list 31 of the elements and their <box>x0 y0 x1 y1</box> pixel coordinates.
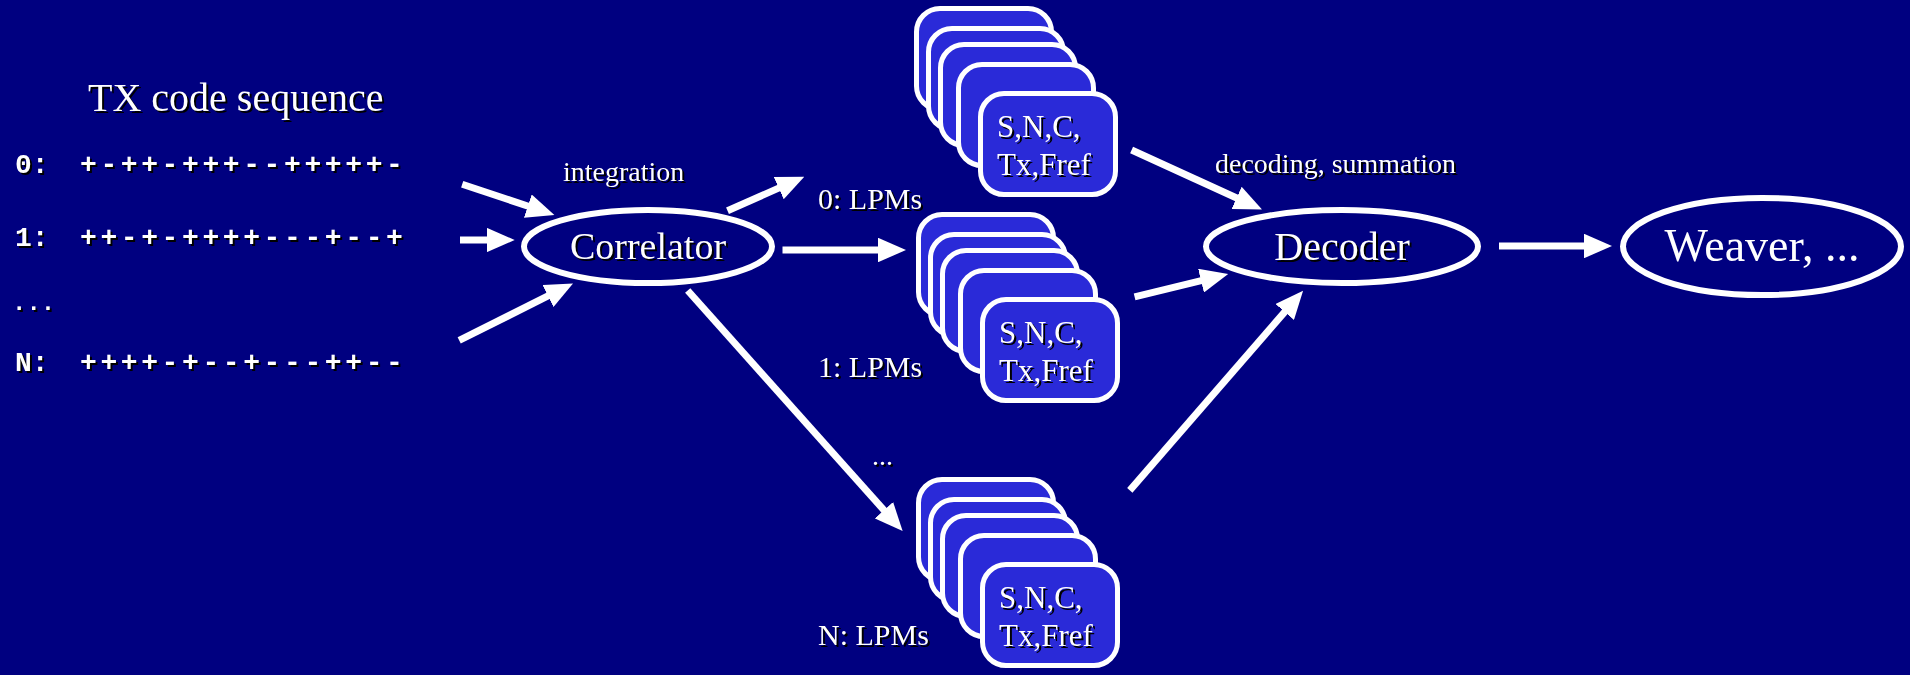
arrow <box>685 288 902 530</box>
ellipsis-label: ... <box>872 440 893 472</box>
arrow <box>1130 146 1261 210</box>
arrow <box>457 284 572 344</box>
row-label: 1: <box>15 223 49 254</box>
ellipse-node <box>1620 195 1904 298</box>
ellipse-node <box>1203 207 1481 286</box>
ellipsis-label: ... <box>12 290 56 317</box>
node-caption: integration <box>563 156 685 188</box>
heading: TX code sequence <box>88 74 384 121</box>
row-label: 0: <box>15 150 49 181</box>
card-text: S,N,C, Tx,Fref <box>999 579 1094 655</box>
arrow <box>726 176 803 214</box>
code-sequence: ++++-+--+---++-- <box>80 348 407 379</box>
arrow <box>782 237 905 263</box>
node-caption: 0: LPMs <box>818 182 923 216</box>
arrow <box>461 180 553 219</box>
card-text: S,N,C, Tx,Fref <box>999 314 1094 390</box>
node-text: Correlator <box>569 223 727 268</box>
node-caption: 1: LPMs <box>818 350 923 384</box>
row-label: N: <box>15 348 49 379</box>
node-text: Decoder <box>1274 222 1410 270</box>
ellipse-node <box>521 207 775 286</box>
node-caption: N: LPMs <box>818 618 929 652</box>
card-text: S,N,C, Tx,Fref <box>997 108 1092 184</box>
arrow <box>1127 292 1302 493</box>
node-caption: decoding, summation <box>1215 148 1457 180</box>
code-sequence: ++-+-++++---+--+ <box>80 223 407 254</box>
arrow <box>1133 268 1227 301</box>
code-sequence: +-++-+++--+++++- <box>80 150 407 181</box>
node-text: Weaver, ... <box>1664 218 1860 272</box>
